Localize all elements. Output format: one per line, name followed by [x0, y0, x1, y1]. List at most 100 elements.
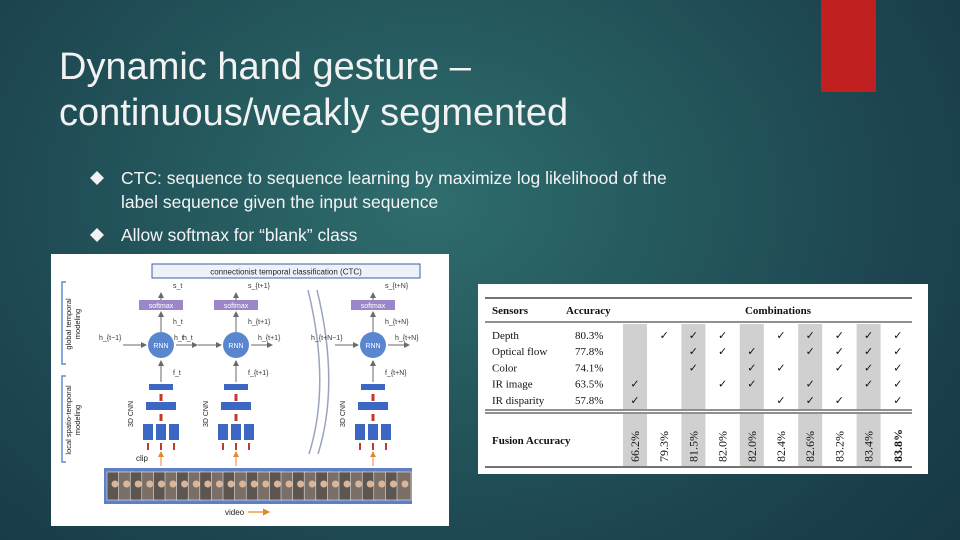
bullet-list: CTC: sequence to sequence learning by ma… — [90, 166, 790, 256]
rnn-cell — [360, 332, 386, 358]
cnn-block — [143, 424, 153, 440]
architecture-figure: connectionist temporal classification (C… — [51, 254, 449, 526]
check-mark: ✓ — [893, 330, 902, 342]
recurrent-in-symbol: h_{t+N−1} — [311, 335, 343, 342]
sensor-accuracy: 57.8% — [575, 395, 603, 407]
fusion-value: 83.4% — [862, 431, 876, 462]
check-mark: ✓ — [776, 395, 785, 407]
softmax-box — [351, 300, 395, 310]
recurrent-in-symbol: h_t — [174, 335, 184, 342]
ctc-box — [151, 263, 421, 279]
cnn-layer — [361, 384, 385, 390]
hand-thumbnail — [111, 480, 119, 488]
recurrent-out-symbol: h_t — [183, 335, 193, 342]
hand-thumbnail — [123, 480, 131, 488]
sequence-gap-line — [316, 289, 330, 455]
feature-symbol: f_{t+N} — [385, 370, 407, 377]
check-mark: ✓ — [835, 330, 844, 342]
hand-thumbnail — [134, 480, 142, 488]
fusion-value: 82.0% — [716, 431, 730, 462]
cnn-block — [381, 424, 391, 440]
hand-thumbnail — [355, 480, 363, 488]
output-symbol: s_t — [173, 283, 182, 290]
bullet-text-line: CTC: sequence to sequence learning by ma… — [121, 168, 667, 188]
check-mark: ✓ — [864, 346, 873, 358]
feature-symbol: f_t — [173, 370, 181, 377]
bullet-text-line: Allow softmax for “blank” class — [121, 225, 358, 245]
check-mark: ✓ — [893, 395, 902, 407]
hand-thumbnail — [285, 480, 293, 488]
column-shade — [623, 414, 647, 466]
check-mark: ✓ — [806, 379, 815, 391]
check-mark: ✓ — [893, 379, 902, 391]
cnn-block — [231, 424, 241, 440]
check-mark: ✓ — [893, 362, 902, 374]
check-mark: ✓ — [747, 362, 756, 374]
sensor-name: IR disparity — [492, 395, 545, 407]
check-mark: ✓ — [689, 346, 698, 358]
header-sensors: Sensors — [492, 305, 529, 317]
rnn-label: RNN — [153, 343, 168, 350]
rnn-cell — [223, 332, 249, 358]
hidden-symbol: h_t — [173, 319, 183, 326]
fusion-value: 79.3% — [657, 431, 671, 462]
video-label: video — [225, 508, 245, 517]
hand-thumbnail — [308, 480, 316, 488]
fusion-value: 82.4% — [774, 431, 788, 462]
sensor-accuracy: 74.1% — [575, 362, 603, 374]
hand-thumbnail — [250, 480, 258, 488]
check-mark: ✓ — [718, 346, 727, 358]
column-shade — [798, 324, 823, 409]
check-mark: ✓ — [630, 379, 639, 391]
column-shade — [856, 414, 881, 466]
sensor-name: Color — [492, 362, 517, 374]
hand-thumbnail — [366, 480, 374, 488]
check-mark: ✓ — [689, 362, 698, 374]
column-shade — [856, 324, 881, 409]
check-mark: ✓ — [835, 395, 844, 407]
hand-thumbnail — [262, 480, 270, 488]
fusion-value: 82.0% — [745, 431, 759, 462]
bullet-item: Allow softmax for “blank” class — [90, 223, 790, 247]
hand-thumbnail — [297, 480, 305, 488]
output-symbol: s_{t+1} — [248, 283, 271, 290]
ctc-label: connectionist temporal classification (C… — [210, 268, 362, 277]
rnn-label: RNN — [365, 343, 380, 350]
cnn-label: 3D CNN — [128, 401, 135, 427]
cnn-layer — [224, 384, 248, 390]
check-mark: ✓ — [864, 379, 873, 391]
diamond-bullet-icon — [90, 228, 104, 242]
check-mark: ✓ — [776, 330, 785, 342]
local-bracket — [61, 375, 66, 463]
check-mark: ✓ — [864, 330, 873, 342]
softmax-label: softmax — [224, 303, 249, 310]
sensor-accuracy: 77.8% — [575, 346, 603, 358]
sensor-name: Optical flow — [492, 346, 547, 358]
check-mark: ✓ — [776, 362, 785, 374]
softmax-label: softmax — [361, 303, 386, 310]
fusion-value: 83.2% — [832, 431, 846, 462]
column-shade — [739, 324, 764, 409]
pipeline-column: s_{t+N}softmaxh_{t+N}RNNh_{t+N−1}h_{t+N}… — [311, 283, 419, 466]
cnn-layer — [149, 384, 173, 390]
rnn-cell — [148, 332, 174, 358]
check-mark: ✓ — [718, 379, 727, 391]
hand-thumbnail — [146, 480, 154, 488]
slide-title: Dynamic hand gesture – continuous/weakly… — [59, 44, 759, 136]
check-mark: ✓ — [806, 395, 815, 407]
cnn-layer — [221, 402, 251, 410]
cnn-block — [244, 424, 254, 440]
hand-thumbnail — [215, 480, 223, 488]
bullet-item: CTC: sequence to sequence learning by ma… — [90, 166, 790, 214]
hand-thumbnail — [378, 480, 386, 488]
check-mark: ✓ — [864, 362, 873, 374]
check-mark: ✓ — [835, 346, 844, 358]
sensor-name: Depth — [492, 330, 519, 342]
check-mark: ✓ — [806, 346, 815, 358]
check-mark: ✓ — [718, 330, 727, 342]
hand-thumbnail — [157, 480, 165, 488]
